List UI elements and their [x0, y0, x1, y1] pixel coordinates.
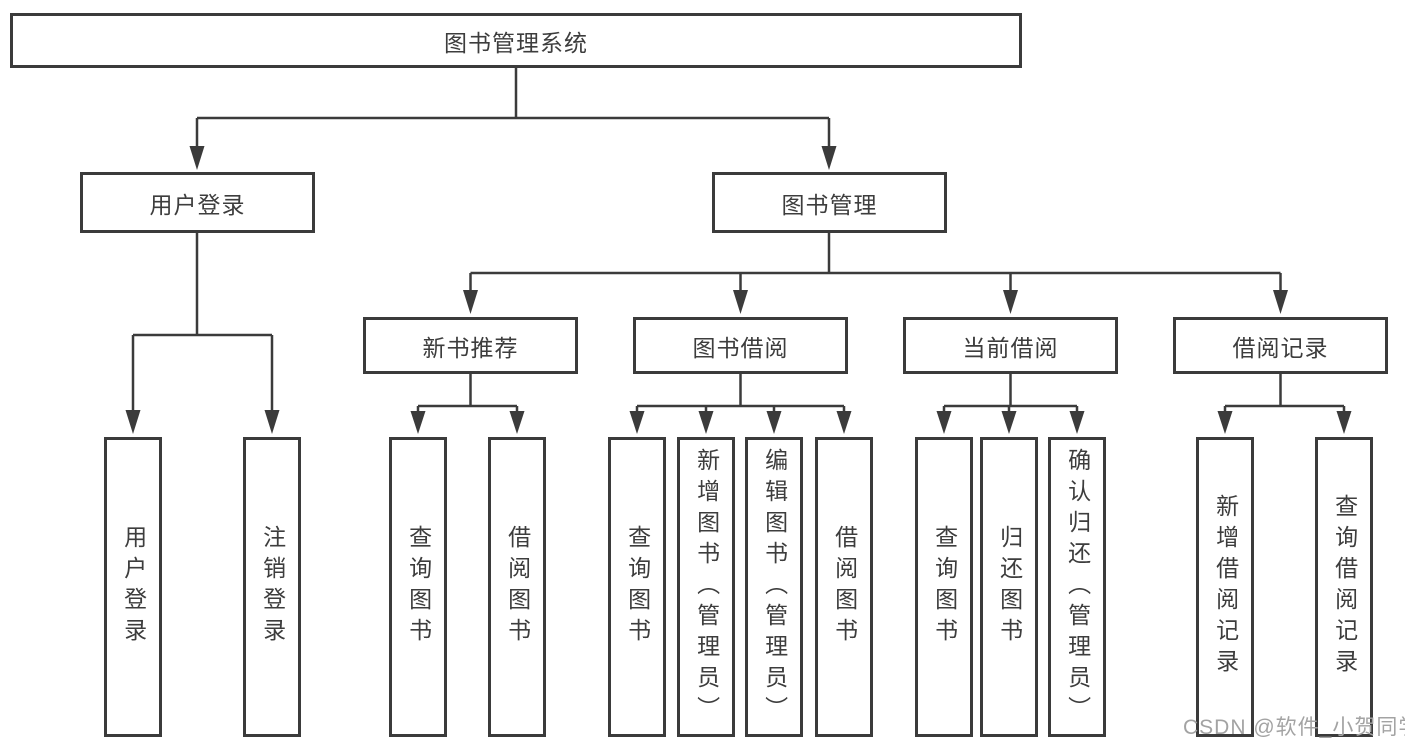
leaf-cb-confirm-return-admin: 确认归还（管理员）	[1048, 437, 1106, 737]
arrowhead-book-borrow	[733, 290, 748, 314]
leaf-bb-add-books-admin-label: 新增图书（管理员）	[693, 447, 720, 727]
arrowhead-nb-borrow	[509, 411, 525, 434]
leaf-cb-return-books-label: 归还图书	[996, 525, 1023, 649]
connector-user-login	[131, 233, 274, 411]
arrowhead-cb-confirm	[1069, 411, 1085, 434]
node-borrow-records-label: 借阅记录	[1232, 334, 1329, 361]
leaf-logout-label: 注销登录	[259, 525, 286, 649]
leaf-nb-query-books-label: 查询图书	[405, 525, 432, 649]
node-book-borrow-label: 图书借阅	[692, 334, 789, 361]
node-new-book-recommend: 新书推荐	[363, 317, 578, 374]
node-book-mgmt-label: 图书管理	[781, 191, 878, 218]
leaf-logout: 注销登录	[243, 437, 301, 737]
arrowhead-br-add	[1217, 411, 1233, 434]
node-borrow-records: 借阅记录	[1173, 317, 1388, 374]
connector-borrow-records	[1223, 374, 1346, 412]
connector-book-mgmt	[469, 233, 1282, 292]
node-user-login: 用户登录	[80, 172, 315, 233]
node-current-borrow: 当前借阅	[903, 317, 1118, 374]
leaf-nb-query-books: 查询图书	[389, 437, 447, 737]
connector-current-borrow	[942, 374, 1079, 412]
leaf-user-login-label: 用户登录	[120, 525, 147, 649]
arrowhead-book-mgmt	[821, 146, 837, 170]
leaf-cb-query-books-label: 查询图书	[931, 525, 958, 649]
node-current-borrow-label: 当前借阅	[962, 334, 1059, 361]
arrowhead-nb-query	[410, 411, 426, 434]
leaf-bb-edit-books-admin: 编辑图书（管理员）	[745, 437, 803, 737]
leaf-bb-edit-books-admin-label: 编辑图书（管理员）	[761, 447, 788, 727]
leaf-cb-confirm-return-admin-label: 确认归还（管理员）	[1064, 447, 1091, 727]
node-new-book-recommend-label: 新书推荐	[422, 334, 519, 361]
leaf-bb-add-books-admin: 新增图书（管理员）	[677, 437, 735, 737]
leaf-br-query-record-label: 查询借阅记录	[1331, 494, 1358, 680]
arrowhead-br-query	[1336, 411, 1352, 434]
leaf-cb-return-books: 归还图书	[980, 437, 1038, 737]
leaf-user-login: 用户登录	[104, 437, 162, 737]
leaf-nb-borrow-books-label: 借阅图书	[504, 525, 531, 649]
arrowhead-bb-query	[629, 411, 645, 434]
arrowhead-leaf-login	[125, 410, 141, 434]
leaf-bb-borrow-books: 借阅图书	[815, 437, 873, 737]
arrowhead-cb-return	[1001, 411, 1017, 434]
connector-root-stem	[195, 68, 831, 147]
arrowhead-user-login	[189, 146, 205, 170]
node-book-borrow: 图书借阅	[633, 317, 848, 374]
arrowhead-current-borrow	[1003, 290, 1018, 314]
arrowhead-leaf-logout	[264, 410, 280, 434]
leaf-bb-query-books-label: 查询图书	[624, 525, 651, 649]
arrowhead-new-book	[463, 290, 478, 314]
leaf-bb-borrow-books-label: 借阅图书	[831, 525, 858, 649]
leaf-br-add-record: 新增借阅记录	[1196, 437, 1254, 737]
leaf-bb-query-books: 查询图书	[608, 437, 666, 737]
node-root-label: 图书管理系统	[444, 29, 588, 56]
arrowhead-bb-borrow	[836, 411, 852, 434]
arrowhead-bb-edit	[766, 411, 782, 434]
node-book-mgmt: 图书管理	[712, 172, 947, 233]
arrowhead-cb-query	[936, 411, 952, 434]
node-root: 图书管理系统	[10, 13, 1022, 68]
leaf-br-add-record-label: 新增借阅记录	[1212, 494, 1239, 680]
leaf-cb-query-books: 查询图书	[915, 437, 973, 737]
arrowhead-bb-add	[698, 411, 714, 434]
leaf-br-query-record: 查询借阅记录	[1315, 437, 1373, 737]
csdn-watermark: CSDN @软件_小贺同学	[1183, 716, 1405, 739]
leaf-nb-borrow-books: 借阅图书	[488, 437, 546, 737]
connector-book-borrow	[635, 374, 846, 412]
connector-new-book	[416, 374, 519, 412]
node-user-login-label: 用户登录	[149, 191, 246, 218]
arrowhead-borrow-records	[1273, 290, 1288, 314]
